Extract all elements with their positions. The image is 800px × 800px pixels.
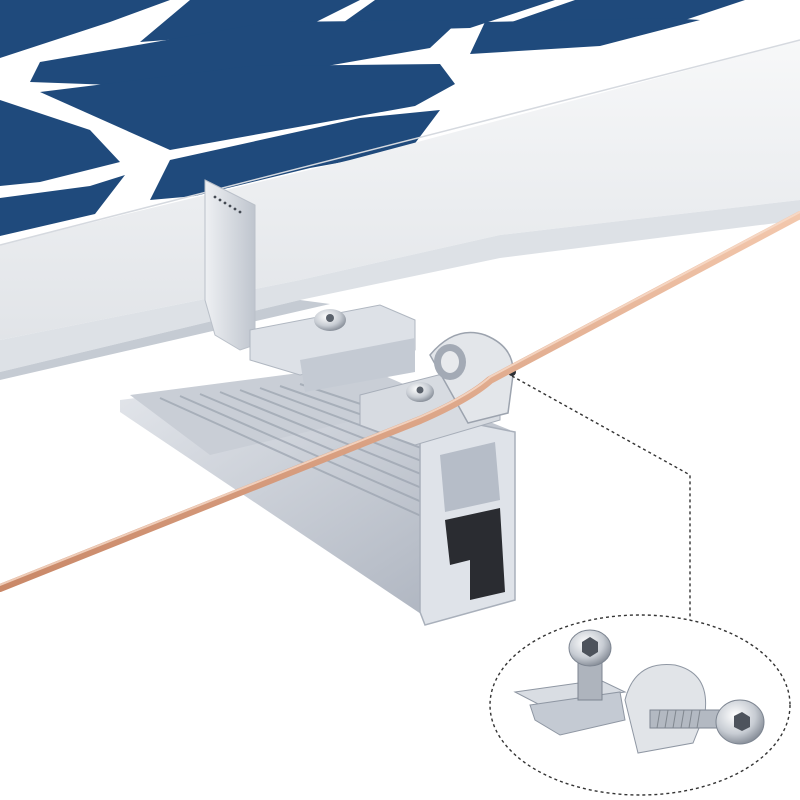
solar-cell [40,64,455,150]
solar-cell [0,175,125,236]
detail-callout [489,614,791,796]
solar-cell [0,0,170,58]
callout-line [511,375,691,620]
solar-cell [30,20,460,88]
solar-cell [470,18,700,54]
copper-wire [0,211,800,592]
solar-cell [140,0,360,42]
solar-cell [0,100,120,186]
solar-cell [150,110,440,200]
solar-cells [0,0,745,236]
mid-clamp [204,179,416,392]
